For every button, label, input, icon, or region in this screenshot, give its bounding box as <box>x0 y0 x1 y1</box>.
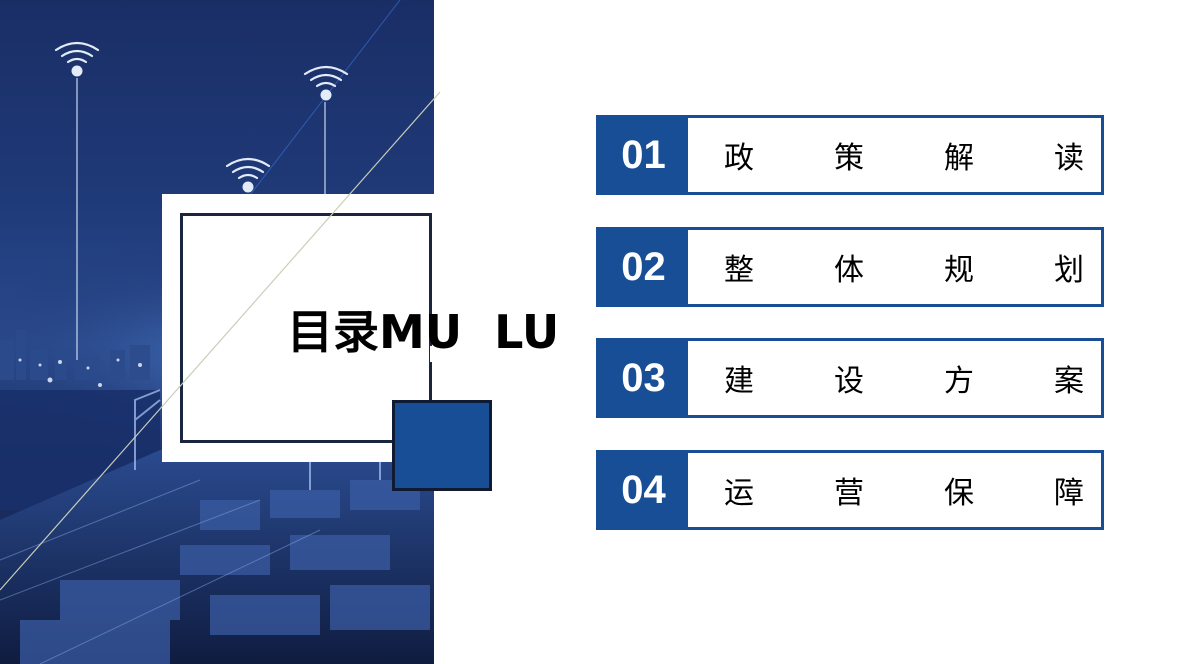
menu-char: 营 <box>834 476 864 511</box>
accent-square <box>392 400 492 491</box>
menu-item-03[interactable]: 03 建 设 方 案 <box>596 338 1104 418</box>
menu-char: 整 <box>724 253 754 288</box>
frame-gap <box>430 346 438 362</box>
menu-char: 案 <box>1054 364 1084 399</box>
title-card <box>162 194 434 462</box>
title-frame <box>180 213 432 443</box>
menu-char: 建 <box>724 364 754 399</box>
menu-number: 04 <box>599 453 688 527</box>
menu-char: 规 <box>944 253 974 288</box>
menu-number: 03 <box>599 341 688 415</box>
menu-char: 划 <box>1054 253 1084 288</box>
menu-char: 政 <box>724 141 754 176</box>
menu-label: 运 营 保 障 <box>688 453 1101 527</box>
menu-number: 01 <box>599 118 688 192</box>
menu-char: 设 <box>834 364 864 399</box>
page-title: 目录MU LU <box>287 305 560 359</box>
menu-char: 方 <box>944 364 974 399</box>
menu-number: 02 <box>599 230 688 304</box>
wifi-icon <box>303 65 349 101</box>
menu-char: 策 <box>834 141 864 176</box>
menu-char: 障 <box>1054 476 1084 511</box>
menu-label: 整 体 规 划 <box>688 230 1101 304</box>
menu-char: 保 <box>944 476 974 511</box>
menu-item-01[interactable]: 01 政 策 解 读 <box>596 115 1104 195</box>
menu-label: 建 设 方 案 <box>688 341 1101 415</box>
menu-char: 解 <box>944 141 974 176</box>
menu-item-02[interactable]: 02 整 体 规 划 <box>596 227 1104 307</box>
menu-char: 体 <box>834 253 864 288</box>
menu-label: 政 策 解 读 <box>688 118 1101 192</box>
menu-item-04[interactable]: 04 运 营 保 障 <box>596 450 1104 530</box>
wifi-icon <box>225 157 271 193</box>
menu-char: 运 <box>724 476 754 511</box>
wifi-icon <box>54 41 100 77</box>
menu-char: 读 <box>1054 141 1084 176</box>
